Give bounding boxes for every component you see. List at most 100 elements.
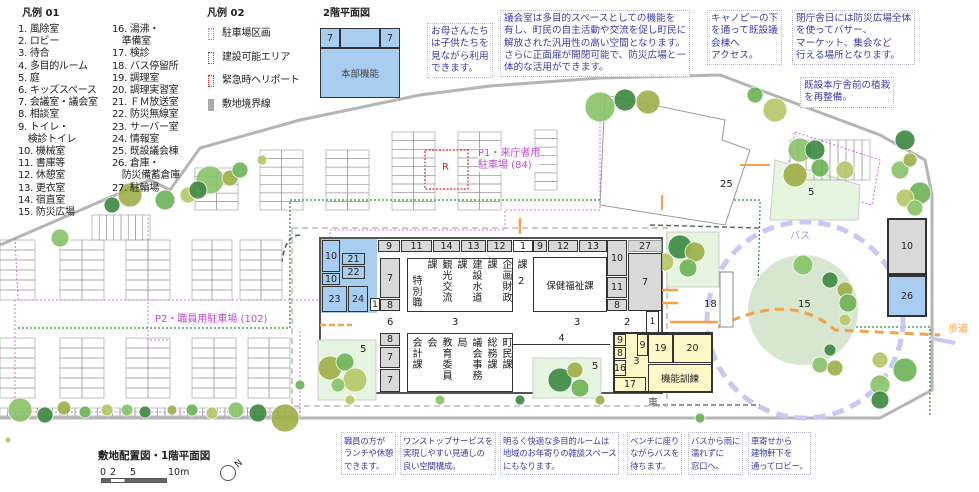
parking-stall: [125, 279, 149, 291]
parking-stall: [325, 175, 348, 185]
function-training-room: 機能訓練: [648, 364, 712, 392]
parking-stall: [191, 367, 215, 379]
tree-icon: [838, 313, 852, 327]
buildable-area-icon: [208, 51, 214, 64]
legend-item: 1. 風除室: [18, 24, 59, 35]
parking-stall: [247, 387, 270, 399]
heliport-area: [424, 149, 469, 190]
plaza-label: 15: [798, 299, 811, 310]
tree-icon: [231, 161, 249, 179]
parking-stall: [281, 166, 304, 177]
entry-arrow: [661, 164, 770, 210]
floor2-room: 7: [380, 28, 400, 48]
parking-stall: [239, 269, 262, 281]
parking-stall: [147, 377, 171, 389]
room-8: 8: [614, 347, 626, 359]
parking-stall: [191, 337, 215, 349]
room-23: 23: [322, 286, 347, 312]
tree-icon: [762, 97, 788, 123]
parking-stall: [147, 249, 171, 261]
note-kids: お母さんたち は子供たちを 見ながら利用 できます。: [427, 23, 493, 79]
legend-item: 25. 既設議会棟: [112, 146, 179, 157]
parking-stall: [534, 181, 558, 191]
tree-icon: [804, 139, 826, 161]
parking-stall: [81, 347, 105, 359]
department-label: 会計課: [410, 337, 421, 370]
parking-stall: [147, 387, 171, 399]
legend-item: 22. 防災無線室: [112, 109, 179, 121]
room-26: 26: [887, 275, 927, 317]
parking-stall: [413, 166, 436, 176]
room-14: 14: [433, 240, 460, 252]
room-7: 7: [628, 253, 662, 311]
north-arrow-icon: [220, 465, 236, 481]
legend-item: 15. 防災広場: [18, 207, 75, 218]
legend-item: 防災備蓄倉庫: [112, 170, 181, 182]
tree-icon: [7, 397, 33, 423]
department-label: 教育委員会: [425, 337, 451, 381]
parking-stall: [247, 377, 270, 389]
parking-stall: [347, 149, 370, 159]
note-onestop: ワンストップサービスを 実現しやすい見通しの 良い空間構成。: [400, 432, 496, 475]
parking-stall: [457, 140, 480, 150]
parking-stall: [268, 357, 291, 369]
tree-icon: [792, 254, 814, 276]
scale-5: 5: [130, 467, 137, 478]
room-21: 21: [342, 253, 365, 265]
parking-stall: [113, 214, 122, 241]
tree-icon: [821, 271, 839, 289]
parking-stall: [0, 249, 36, 261]
parking-stall: [81, 289, 105, 301]
tree-icon: [635, 89, 661, 115]
trees: [4, 86, 932, 444]
parking-stall: [59, 279, 83, 291]
parking-stall: [135, 214, 144, 241]
bus-loop: [704, 219, 906, 421]
note-planting: 既設本庁舎前の植栽 を再整備。: [800, 77, 895, 108]
parking-stall: [147, 289, 171, 301]
tree-icon: [56, 400, 72, 416]
parking-stall: [853, 139, 863, 181]
parking-stall: [260, 269, 283, 281]
tree-icon: [256, 154, 268, 166]
parking-stall: [81, 259, 105, 271]
parking-stall: [81, 239, 105, 251]
parking-stall: [325, 201, 348, 211]
parking-stall: [0, 357, 36, 369]
parking-stall: [59, 289, 83, 301]
department-label: 観光交流課: [425, 259, 451, 303]
legend-item: 21. ＦＭ放送室: [112, 97, 179, 109]
legend-item: 4. 多目的ルーム: [18, 60, 88, 72]
parking-stall: [325, 183, 348, 194]
parking-stall: [0, 367, 36, 379]
parking-stall: [147, 347, 171, 359]
tree-icon: [342, 367, 368, 393]
upper-departments: 特別職観光交流課建設水道課企画財政課農林振興課: [407, 258, 541, 312]
parking-stall: [191, 387, 215, 399]
parking-stall: [259, 166, 282, 177]
parking-stall: [81, 249, 105, 261]
parking-stall: [0, 259, 36, 271]
bus-stop-label: 18: [704, 299, 717, 310]
parking-stall: [391, 157, 414, 167]
tree-icon: [117, 182, 143, 208]
tree-icon: [344, 394, 356, 406]
garden-label: 5: [592, 361, 599, 372]
parking-stall: [147, 239, 171, 251]
parking-stall: [191, 357, 215, 369]
parking-stall: [391, 201, 414, 211]
legend-01-title: 凡例 01: [22, 8, 60, 19]
parking-stall: [347, 166, 370, 177]
tree-icon: [78, 405, 92, 419]
room-11: 11: [401, 240, 432, 252]
parking-stall: [413, 131, 436, 141]
parking-stall: [213, 367, 237, 379]
parking-stall: [0, 279, 36, 291]
scale-10m: 10m: [168, 467, 190, 478]
legend-item: 14. 宿直室: [18, 194, 65, 206]
garden-label: 5: [808, 187, 815, 198]
entry-arrow: [662, 288, 678, 305]
parking-stall: [247, 367, 270, 379]
legend-item: 12. 休憩室: [18, 170, 65, 182]
floor2-main: 本部機能: [320, 48, 400, 98]
